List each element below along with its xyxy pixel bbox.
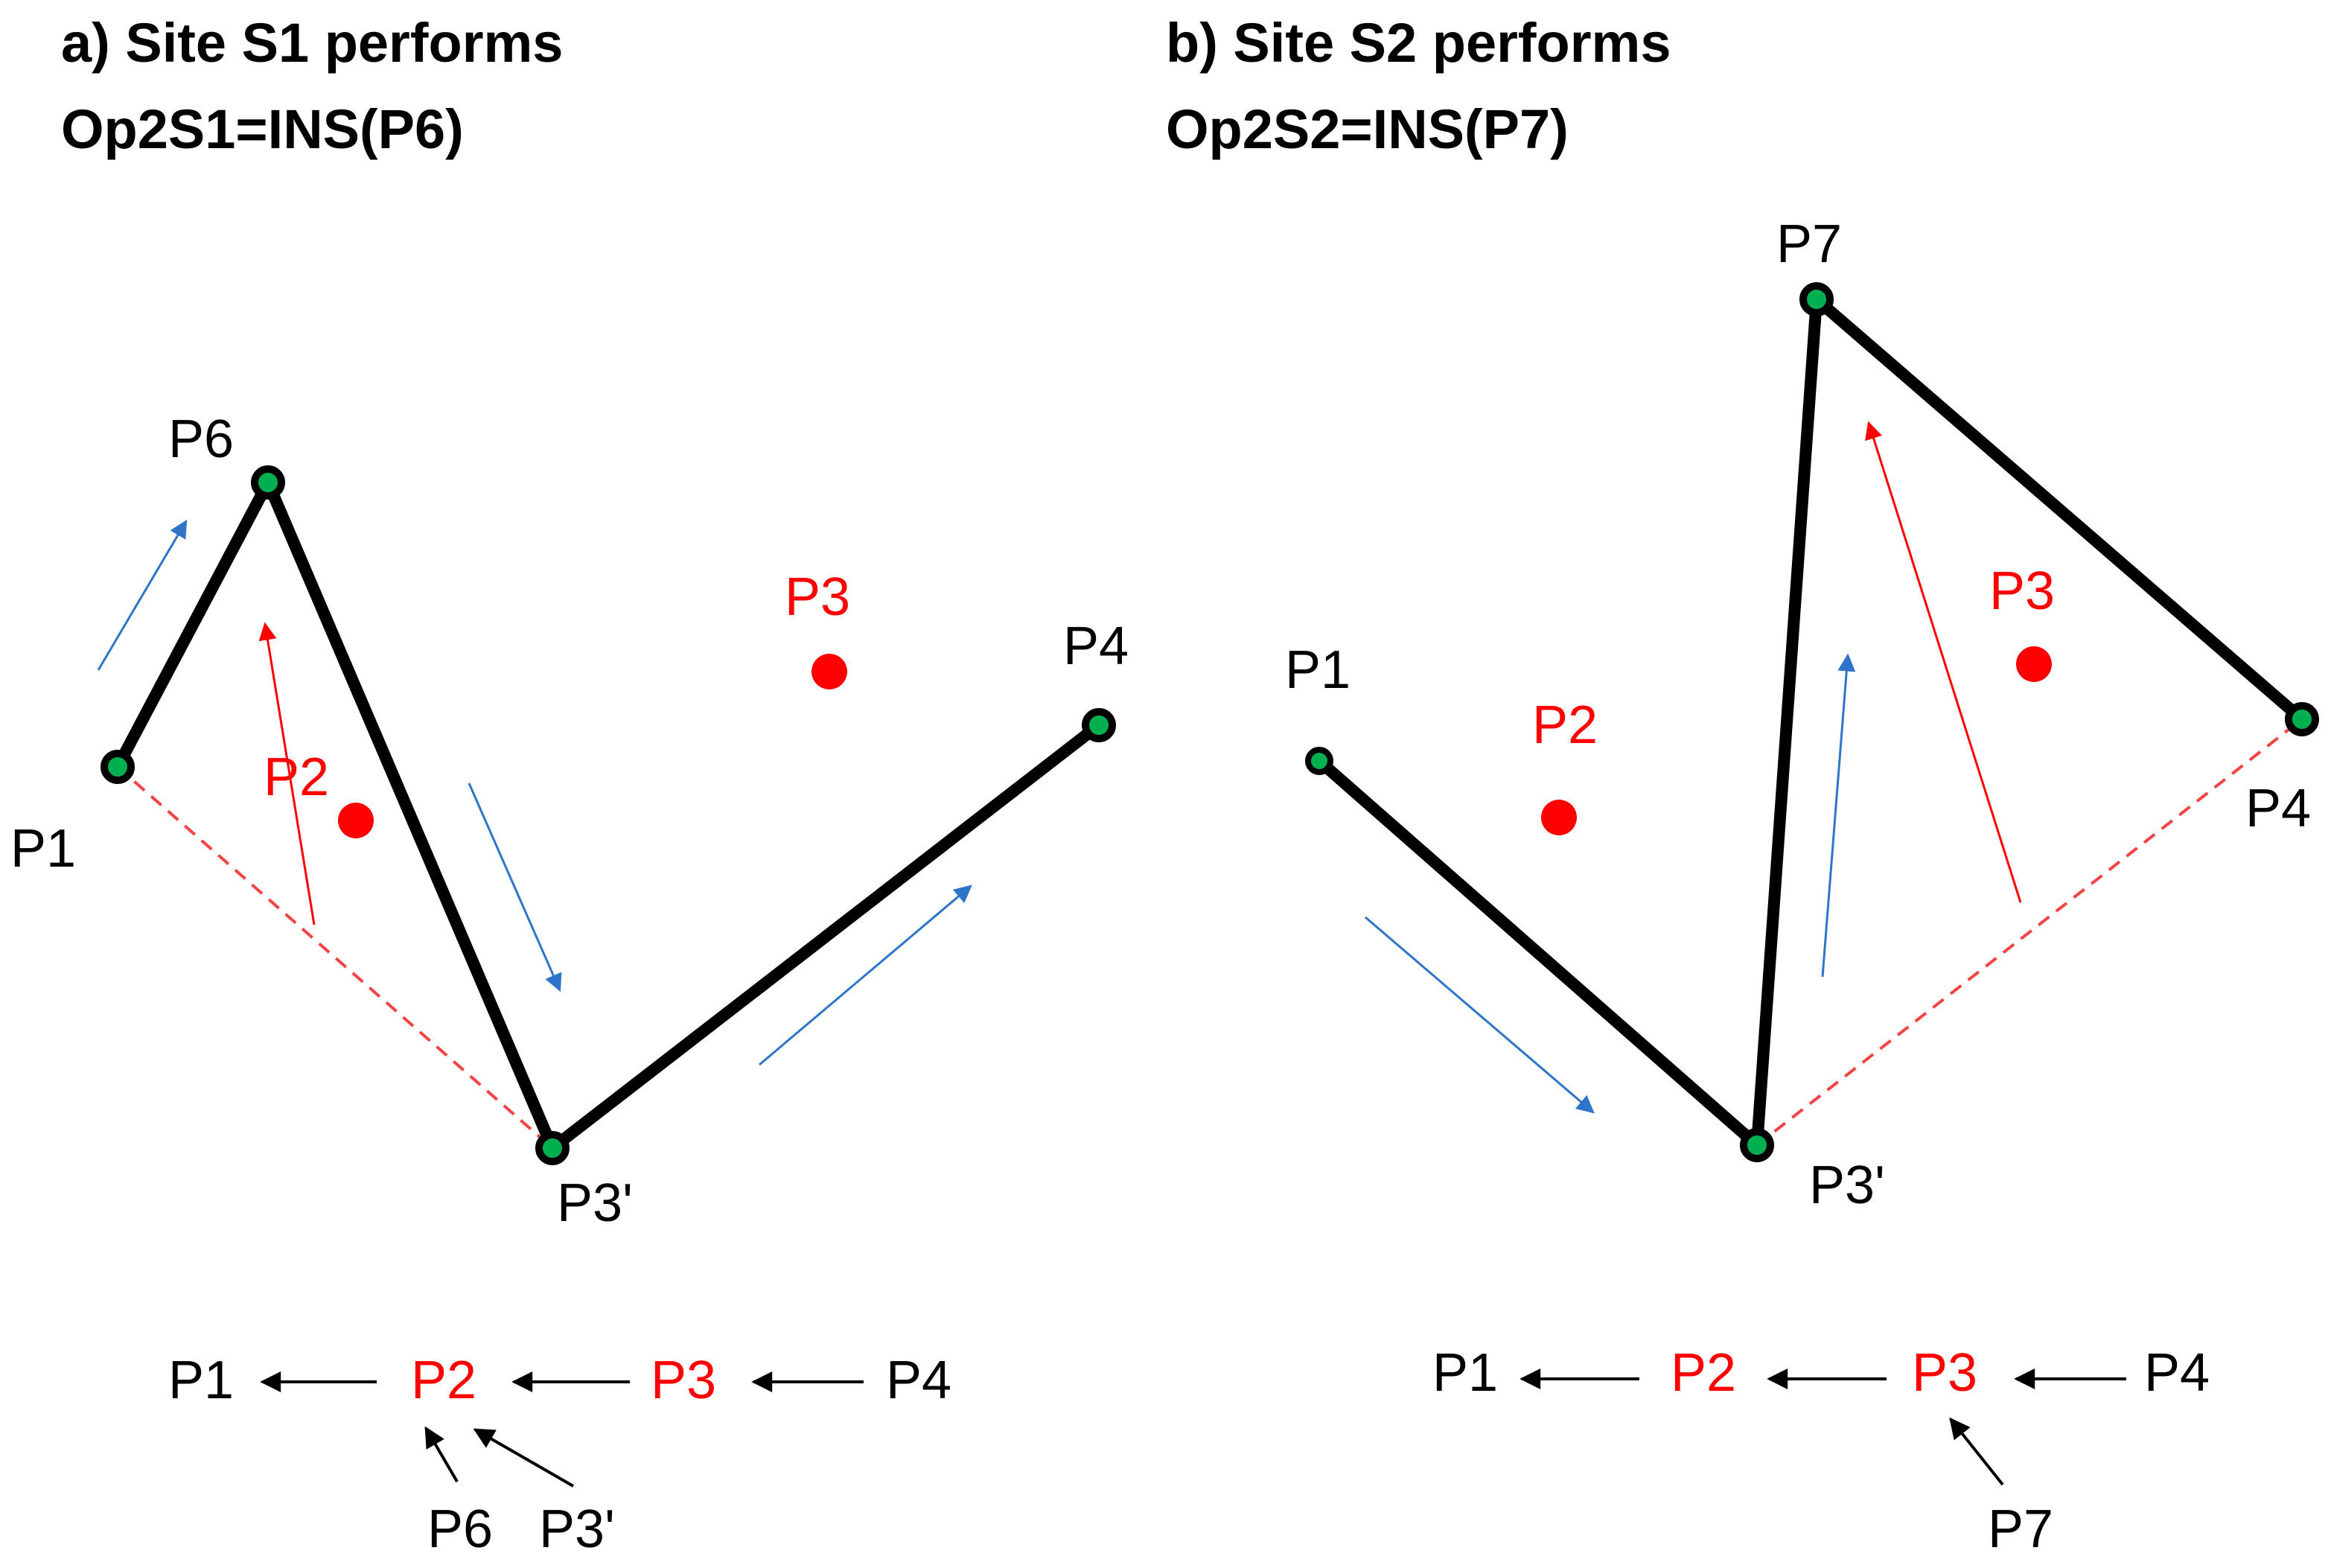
chain-arrow-p6-p2 xyxy=(424,1426,459,1483)
label-p3-prime: P3' xyxy=(557,1173,633,1233)
point-p2 xyxy=(1541,800,1577,835)
chain-a: P1 P2 P3 P4 P6 P3' xyxy=(168,1351,951,1559)
panel-b-title: b) Site S2 performs Op2S2=INS(P7) xyxy=(1166,0,1671,173)
chain-p4: P4 xyxy=(886,1351,951,1410)
red-arrow xyxy=(1865,421,2022,903)
label-p4: P4 xyxy=(1063,616,1129,676)
chain-p3-prime: P3' xyxy=(539,1500,615,1559)
point-p3 xyxy=(2016,646,2052,682)
chain-p3: P3 xyxy=(1912,1343,1977,1403)
node-p3-prime xyxy=(535,1131,570,1165)
label-p7: P7 xyxy=(1776,214,1842,274)
direction-arrow-1 xyxy=(97,519,188,671)
node-p1 xyxy=(101,750,135,784)
chain-p3: P3 xyxy=(651,1351,716,1410)
panel-a-title-line2: Op2S1=INS(P6) xyxy=(61,98,464,160)
node-p7 xyxy=(1799,282,1834,316)
chain-p4: P4 xyxy=(2144,1343,2210,1403)
polyline-after-insert xyxy=(1315,293,2306,1151)
node-p3-prime xyxy=(1740,1128,1774,1162)
chain-b: P1 P2 P3 P4 P7 xyxy=(1432,1343,2210,1559)
removed-segment-p1-p3 xyxy=(116,765,554,1150)
panel-a-title: a) Site S1 performs Op2S1=INS(P6) xyxy=(61,0,563,173)
label-p4: P4 xyxy=(2245,779,2311,838)
removed-segment-p3-p4 xyxy=(1756,718,2303,1147)
label-p3: P3 xyxy=(785,567,850,627)
node-p4 xyxy=(1082,708,1116,742)
direction-arrow-2 xyxy=(468,783,562,992)
direction-arrow-1 xyxy=(1365,916,1595,1114)
chain-p2: P2 xyxy=(1671,1343,1736,1403)
chain-p6: P6 xyxy=(427,1500,493,1559)
node-p6 xyxy=(251,465,285,500)
red-arrow xyxy=(258,622,316,925)
label-p2: P2 xyxy=(264,748,329,807)
label-p3: P3 xyxy=(1989,561,2055,621)
panel-b-title-line2: Op2S2=INS(P7) xyxy=(1166,98,1569,160)
chain-arrow-p7-p3 xyxy=(1949,1417,2004,1486)
label-p3-prime: P3' xyxy=(1809,1156,1885,1215)
polyline-after-insert xyxy=(112,477,1103,1154)
node-p1 xyxy=(1305,747,1333,775)
label-p1: P1 xyxy=(1285,640,1351,700)
point-p3 xyxy=(811,654,847,689)
panel-a: P6 P1 P2 P3 P4 P3' P1 P2 P3 P4 P6 P3' xyxy=(10,409,1129,1559)
chain-p2: P2 xyxy=(411,1351,476,1410)
direction-arrow-2 xyxy=(1821,653,1856,978)
chain-p7: P7 xyxy=(1988,1500,2053,1559)
panel-b-title-line1: b) Site S2 performs xyxy=(1166,12,1671,74)
direction-arrow-3 xyxy=(759,885,972,1066)
label-p1: P1 xyxy=(10,819,76,879)
node-p4 xyxy=(2285,702,2319,736)
chain-p1: P1 xyxy=(168,1351,234,1410)
panel-a-title-line1: a) Site S1 performs xyxy=(61,12,564,74)
chain-arrow-p3prime-p2 xyxy=(473,1428,574,1488)
label-p6: P6 xyxy=(168,409,234,469)
chain-p1: P1 xyxy=(1432,1343,1498,1403)
point-p2 xyxy=(338,803,374,838)
panel-b: P7 P1 P2 P3 P4 P3' P1 P2 P3 P4 P7 xyxy=(1285,214,2319,1559)
label-p2: P2 xyxy=(1532,695,1598,755)
